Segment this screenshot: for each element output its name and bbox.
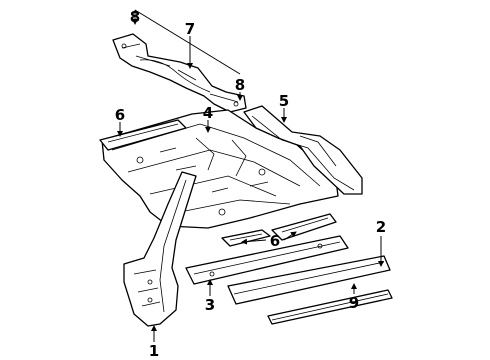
center-pillar-part: [123, 171, 197, 327]
callout-9: 9: [349, 294, 359, 312]
callout-6-upper: 6: [115, 106, 125, 124]
callout-5: 5: [279, 92, 289, 110]
callout-2: 2: [376, 218, 386, 236]
floor-pan-part: [101, 109, 339, 229]
rocker-molding-part: [267, 289, 393, 325]
callout-7: 7: [185, 20, 195, 38]
callout-1: 1: [149, 342, 159, 360]
rear-floor-side-member-part: [243, 105, 363, 195]
rear-crossmember-part: [112, 33, 247, 113]
callout-4: 4: [203, 104, 213, 122]
floor-bracket-part: [221, 213, 337, 247]
callout-3: 3: [205, 296, 215, 314]
callout-labels: 1 2 3 4 5 6 6 7 8 8 9: [115, 8, 386, 360]
callout-8-top: 8: [130, 8, 140, 26]
rocker-reinforcement-part: [185, 235, 349, 285]
callout-8-right: 8: [235, 76, 245, 94]
leader-lines: [117, 9, 384, 342]
rocker-panel-part: [227, 255, 391, 305]
callout-6-center: 6: [270, 232, 280, 250]
floor-reinforcement-upper-part: [99, 119, 187, 151]
